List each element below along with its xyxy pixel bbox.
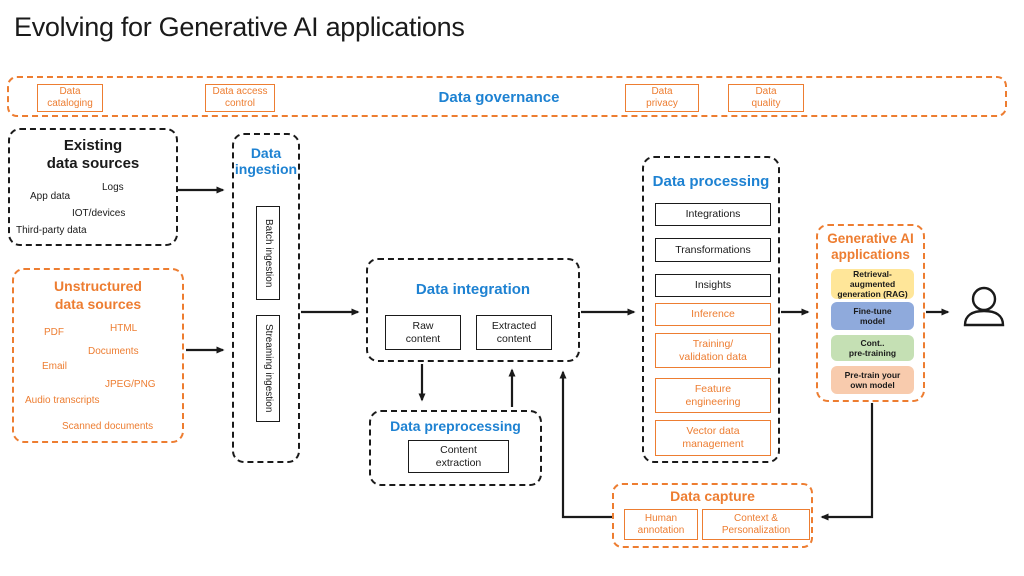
data-processing-box: Data processing Integrations Transformat… [642,156,780,463]
data-integration-title: Data integration [415,281,531,298]
human-annotation-box: Human annotation [624,509,698,540]
data-access-control-box: Data access control [205,84,275,112]
user-icon [963,286,1005,327]
processing-item-integrations: Integrations [655,203,771,226]
chip-pre-train-your-own-model: Pre-train your own model [831,366,914,394]
data-ingestion-title: Data ingestion [234,145,298,178]
data-governance-band: Data cataloging Data access control Data… [7,76,1007,117]
source-item-html: HTML [110,323,138,334]
processing-item-feature-engineering: Feature engineering [655,378,771,413]
source-item-iot-devices: IOT/devices [72,208,126,219]
page-title: Evolving for Generative AI applications [14,12,465,42]
existing-data-sources-title: Existing data sources [46,137,140,172]
data-integration-box: Data integration Raw content Extracted c… [366,258,580,362]
data-preprocessing-title: Data preprocessing [390,418,521,434]
source-item-app-data: App data [30,191,71,202]
data-cataloging-box: Data cataloging [37,84,103,112]
processing-item-inference: Inference [655,303,771,326]
context-personalization-box: Context & Personalization [702,509,810,540]
streaming-ingestion-box: Streaming ingestion [256,315,280,422]
data-governance-title: Data governance [438,89,560,106]
data-capture-title: Data capture [670,488,755,504]
chip-fine-tune-model: Fine-tune model [831,302,914,330]
existing-data-sources-box: Existing data sources App data Logs IOT/… [8,128,178,246]
processing-item-insights: Insights [655,274,771,297]
chip-continued-pre-training: Cont.. pre-training [831,335,914,361]
processing-item-training-validation-data: Training/ validation data [655,333,771,368]
raw-content-box: Raw content [385,315,461,350]
processing-item-vector-data-management: Vector data management [655,420,771,456]
data-preprocessing-box: Data preprocessing Content extraction [369,410,542,486]
data-ingestion-box: Data ingestion Batch ingestion Streaming… [232,133,300,463]
source-item-documents: Documents [88,346,139,357]
generative-ai-applications-title: Generative AI applications [827,231,914,263]
unstructured-data-sources-box: Unstructured data sources PDF HTML Docum… [12,268,184,443]
arrow-capture-to-integration [559,370,612,519]
content-extraction-box: Content extraction [408,440,509,473]
source-item-pdf: PDF [44,327,64,338]
data-privacy-box: Data privacy [625,84,699,112]
arrow-genai-to-capture [820,403,874,521]
generative-ai-applications-box: Generative AI applications Retrieval- au… [816,224,925,402]
data-processing-title: Data processing [652,173,770,190]
unstructured-data-sources-title: Unstructured data sources [54,278,142,312]
source-item-email: Email [42,361,68,372]
batch-ingestion-box: Batch ingestion [256,206,280,300]
source-item-third-party-data: Third-party data [16,225,87,236]
source-item-jpeg-png: JPEG/PNG [105,379,156,390]
source-item-logs: Logs [102,182,124,193]
chip-retrieval-augmented-generation: Retrieval- augmented generation (RAG) [831,269,914,299]
data-capture-box: Data capture Human annotation Context & … [612,483,813,548]
source-item-audio-transcripts: Audio transcripts [25,395,100,406]
data-quality-box: Data quality [728,84,804,112]
processing-item-transformations: Transformations [655,238,771,262]
source-item-scanned-documents: Scanned documents [62,421,154,432]
extracted-content-box: Extracted content [476,315,552,350]
